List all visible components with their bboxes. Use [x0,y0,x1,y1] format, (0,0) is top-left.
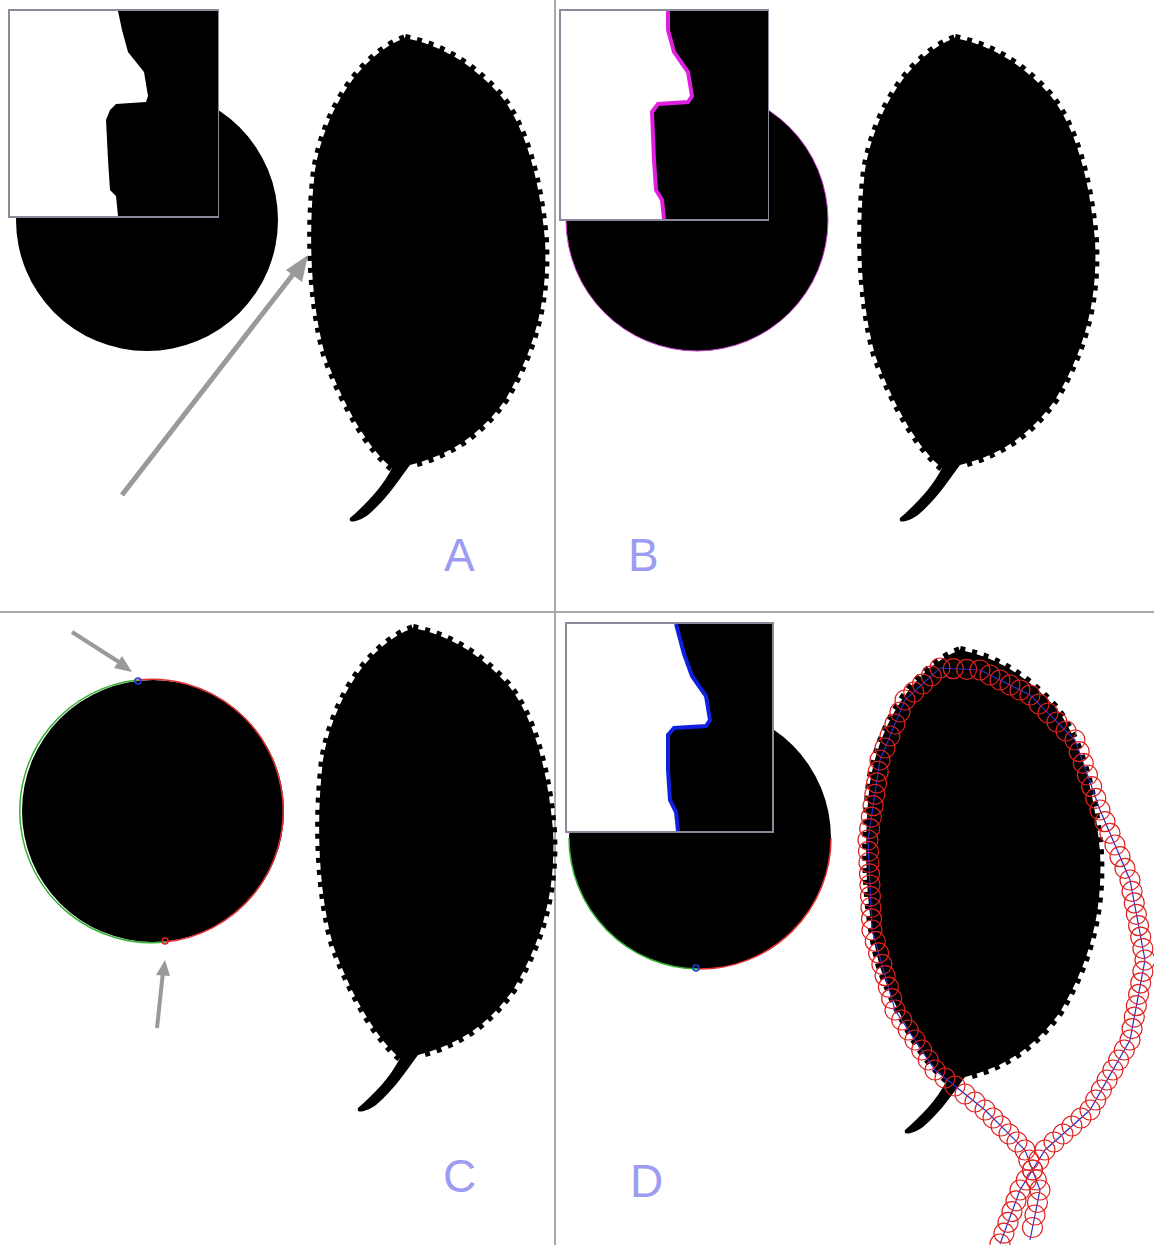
inset [9,10,218,217]
probe-circle [1038,703,1058,723]
probe-circle [1135,950,1154,970]
pointer-arrow [72,632,122,664]
probe-circle [1065,730,1085,750]
probe-circle [1056,721,1076,741]
probe-circle [998,1212,1018,1232]
probe-circle [930,658,950,678]
probe-circle [1028,1193,1048,1213]
probe-circle [1025,1205,1045,1225]
probe-circle [1082,777,1102,797]
probe-circle [865,931,885,951]
probe-circle [1090,800,1110,820]
probe-circle [983,1108,1003,1128]
panel-label: D [630,1158,663,1204]
probe-circle [1029,694,1049,714]
probe-circle [861,898,881,918]
inset [560,10,768,220]
arrow-head [114,656,132,672]
probe-circle [1062,1116,1082,1136]
probe-circle [875,738,895,758]
probe-circle [1110,847,1130,867]
probe-circle [1086,788,1106,808]
probe-circle [1105,835,1125,855]
probe-circle [878,977,898,997]
probe-circle [861,886,881,906]
probe-circle [1069,742,1089,762]
probe-circle [975,1100,995,1120]
contour-half [20,680,165,943]
probe-circle [994,1223,1014,1243]
probe-circle [1073,753,1093,773]
probe-circle [895,690,915,710]
probe-circle [1120,870,1140,890]
marker [162,938,168,944]
probe-circle [913,674,933,694]
probe-circle [1095,812,1115,832]
probe-circle [921,666,941,686]
probe-circle [869,943,889,963]
circle-shape [22,680,284,942]
probe-circle [1006,1191,1026,1211]
probe-circle [1115,858,1135,878]
probe-circle [872,954,892,974]
inset [566,623,773,832]
probe-circle [860,864,880,884]
pointer-arrow [157,972,163,1028]
marker [693,965,699,971]
probe-circle [862,920,882,940]
probe-circle [999,1124,1019,1144]
leaf-shape [311,38,545,522]
leaf-shape [866,650,1100,1134]
path-line [868,668,1145,1244]
probe-circle [858,830,878,850]
pointer-arrow [122,268,298,495]
probe-circle [1023,1218,1043,1238]
probe-circle [991,1116,1011,1136]
arrow-head [286,255,308,282]
divider [0,611,1154,613]
probe-circle [862,909,882,929]
probe-circle [1044,1132,1064,1152]
panel-label: A [444,532,475,578]
probe-circle [859,853,879,873]
probe-circle [1071,1108,1091,1128]
circle-chain [858,658,1154,1245]
probe-circle [860,875,880,895]
contour-half [138,679,283,942]
probe-circle [875,966,895,986]
probe-circle [1053,1124,1073,1144]
probe-circle [904,682,924,702]
probe-circle [890,702,910,722]
probe-circle [882,989,902,1009]
probe-circle [885,714,905,734]
probe-circle [1007,1132,1027,1152]
leaf-shape [861,38,1095,522]
probe-circle [1078,765,1098,785]
panel-label: C [443,1153,476,1199]
probe-circle [880,726,900,746]
probe-circle [1100,823,1120,843]
contour-half [698,838,831,969]
probe-circle [1002,1202,1022,1222]
divider [554,0,556,1245]
contour-half [569,838,698,969]
marker [135,678,141,684]
probe-circle [859,841,879,861]
probe-circle [1047,712,1067,732]
probe-circle [1030,1180,1050,1200]
panel-label: B [628,532,659,578]
arrow-head [156,960,170,976]
leaf-shape [319,628,553,1112]
